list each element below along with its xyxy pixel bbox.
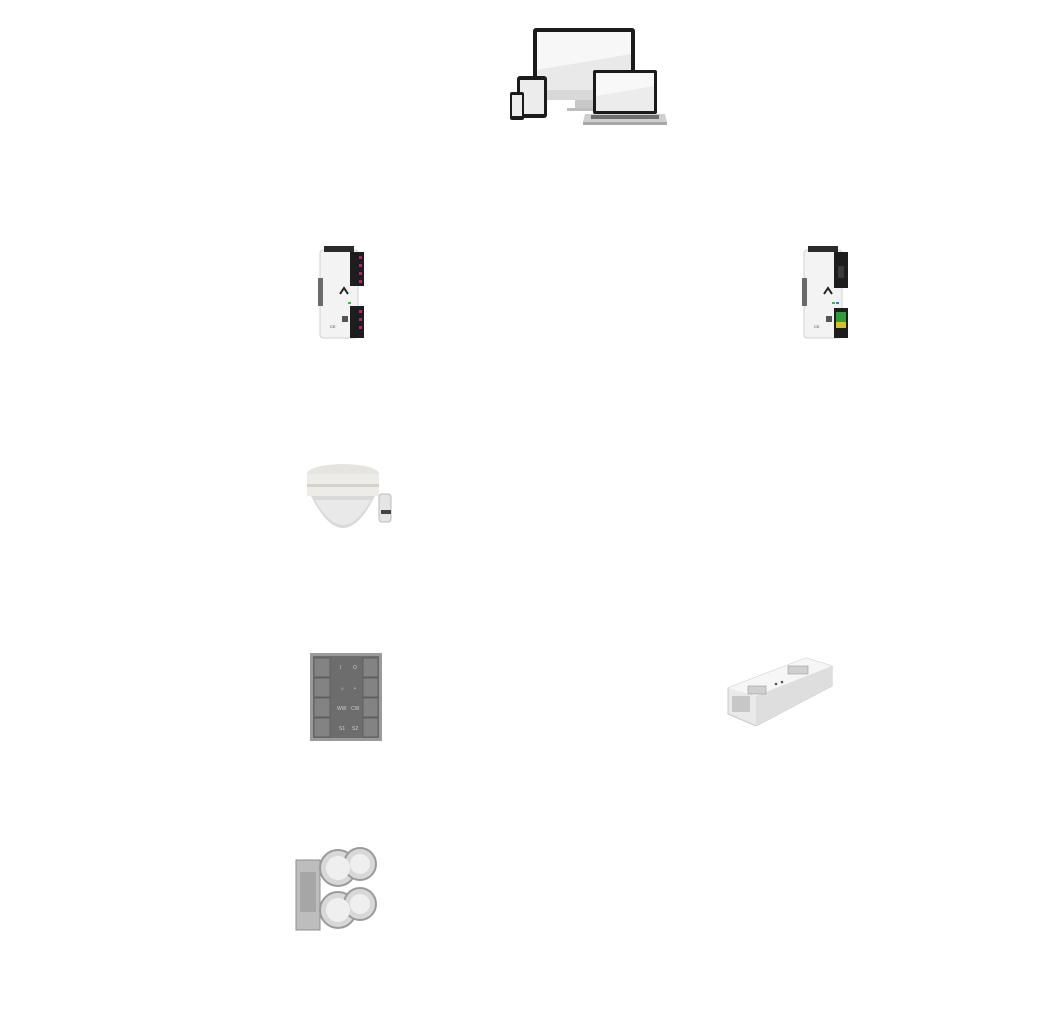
keypad-label-ww: WW — [337, 706, 347, 712]
keypad-label-cw: CW — [351, 706, 360, 712]
svg-text:CE: CE — [330, 324, 336, 329]
floodlight-icon — [295, 847, 377, 931]
keypad-label-dim: • — [354, 686, 356, 692]
svg-text:CE: CE — [814, 324, 820, 329]
led-driver-node — [726, 652, 834, 732]
ceiling-sensor-node — [303, 460, 397, 548]
din-rail-gateway-icon: CE — [802, 246, 848, 339]
keypad-label-s1: S1 — [339, 726, 345, 732]
wall-keypad-node: I O ☼ • WW CW S1 S2 — [309, 652, 383, 742]
wall-keypad-icon: I O ☼ • WW CW S1 S2 — [310, 653, 382, 741]
keypad-label-on: I — [340, 665, 341, 671]
keypad-label-s2: S2 — [352, 726, 358, 732]
keypad-label-off: O — [353, 665, 357, 671]
din-rail-module-icon: CE — [318, 246, 364, 339]
keypad-label-bright: ☼ — [340, 686, 345, 692]
multi-device-icon — [510, 28, 667, 125]
ceiling-sensor-icon — [307, 464, 392, 528]
client-devices-node — [505, 26, 670, 128]
din-module-right-node: CE — [798, 244, 854, 344]
led-driver-icon — [727, 657, 833, 727]
din-module-left-node: CE — [314, 244, 370, 344]
floodlight-node — [294, 842, 378, 938]
